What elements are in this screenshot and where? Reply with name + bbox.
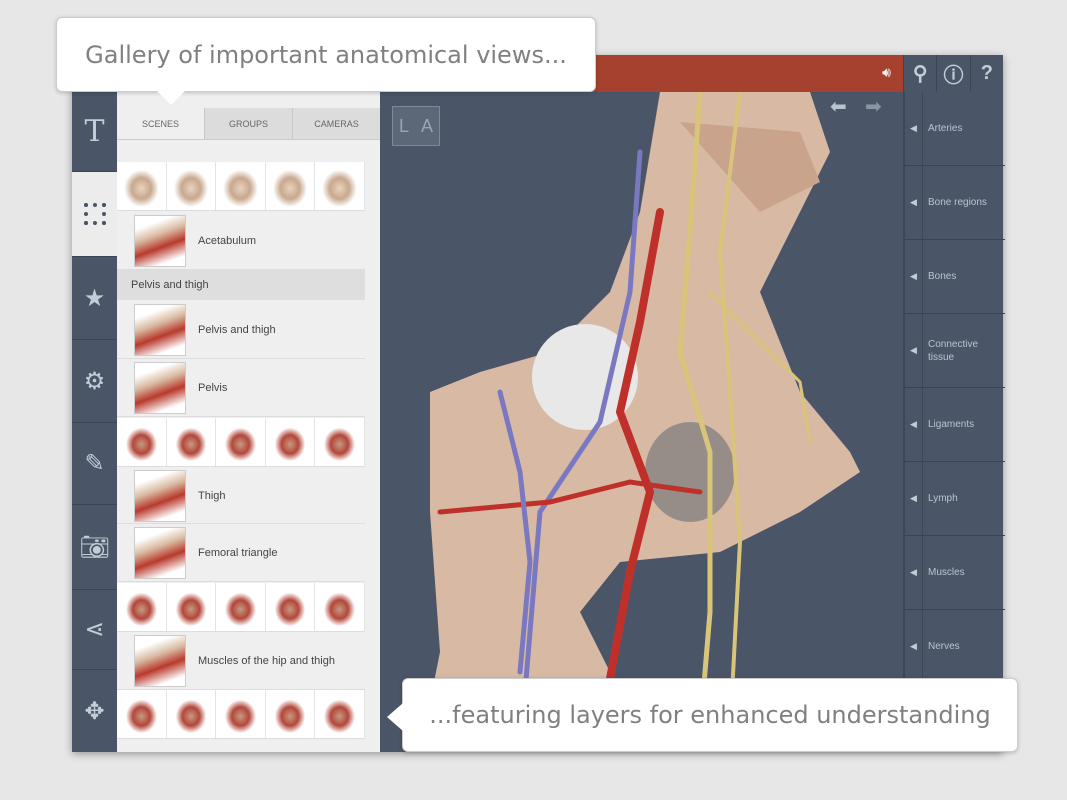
scene-item[interactable]: Muscles of the hip and thigh	[117, 633, 365, 690]
sound-icon[interactable]: 🔊︎	[882, 64, 891, 80]
scene-item[interactable]: Acetabulum	[117, 212, 365, 270]
scene-thumbnail	[134, 214, 186, 267]
scene-item[interactable]: Thigh	[117, 468, 365, 524]
callout-top-text: Gallery of important anatomical views...	[85, 40, 567, 69]
search-icon[interactable]: ⚲	[903, 55, 936, 92]
tab-groups[interactable]: GROUPS	[204, 108, 292, 139]
expand-icon: ◀	[905, 610, 923, 683]
anatomy-model	[420, 92, 860, 752]
layer-bone-regions[interactable]: ◀ Bone regions	[905, 166, 1005, 240]
scene-label: Muscles of the hip and thigh	[198, 655, 335, 667]
section-header: Pelvis and thigh	[117, 270, 365, 300]
thumbnail-strip[interactable]	[117, 690, 365, 739]
callout-pointer	[387, 703, 403, 731]
layer-label: Arteries	[928, 123, 963, 134]
info-icon[interactable]: ⓘ	[936, 55, 969, 92]
layer-arteries[interactable]: ◀ Arteries	[905, 92, 1005, 166]
view-cube-front: A	[420, 115, 433, 136]
expand-icon: ◀	[905, 388, 923, 461]
thumbnail-strip[interactable]	[117, 583, 365, 632]
star-icon[interactable]: ★	[72, 257, 117, 340]
back-arrow-icon[interactable]: ⬅	[830, 96, 847, 118]
expand-icon: ◀	[905, 314, 923, 387]
layer-nerves[interactable]: ◀ Nerves	[905, 610, 1005, 684]
tool-sidebar: T ★ ⚙ ✎ 📷︎ ⋖ ✥	[72, 92, 117, 752]
view-cube-left: L	[398, 115, 409, 136]
text-tool-icon[interactable]: T	[72, 92, 117, 172]
camera-icon[interactable]: 📷︎	[72, 505, 117, 590]
gear-icon[interactable]: ⚙	[72, 340, 117, 423]
scene-label: Pelvis	[198, 381, 228, 394]
expand-icon: ◀	[905, 462, 923, 535]
layer-label: Bone regions	[928, 197, 987, 208]
scene-label: Pelvis and thigh	[198, 324, 276, 336]
layer-lymph[interactable]: ◀ Lymph	[905, 462, 1005, 536]
layer-bones[interactable]: ◀ Bones	[905, 240, 1005, 314]
scene-item[interactable]: Femoral triangle	[117, 524, 365, 582]
scene-thumbnail	[134, 526, 186, 579]
layer-ligaments[interactable]: ◀ Ligaments	[905, 388, 1005, 462]
expand-icon: ◀	[905, 536, 923, 609]
scene-item[interactable]: Pelvis and thigh	[117, 302, 365, 359]
layer-label: Connective tissue	[928, 338, 979, 363]
scene-thumbnail	[134, 635, 186, 687]
layers-panel: ◀Arteries ◀Bone regions ◀Bones ◀Connecti…	[903, 92, 1005, 752]
scenes-panel: SCENES GROUPS CAMERAS Acetabulum Pelvis …	[117, 92, 380, 752]
expand-icon: ◀	[905, 92, 923, 165]
pencil-ruler-icon[interactable]: ✎	[72, 423, 117, 505]
layer-label: Nerves	[928, 641, 960, 652]
thumbnail-strip[interactable]	[117, 418, 365, 467]
scene-item[interactable]: Pelvis	[117, 359, 365, 417]
layer-label: Bones	[928, 271, 957, 282]
help-icon[interactable]: ?	[969, 55, 1003, 92]
layer-label: Muscles	[928, 567, 965, 578]
callout-pointer	[157, 91, 185, 105]
scene-label: Acetabulum	[198, 234, 257, 247]
scene-thumbnail	[134, 361, 186, 414]
callout-bottom-text: ...featuring layers for enhanced underst…	[429, 701, 991, 729]
share-icon[interactable]: ⋖	[72, 590, 117, 670]
move-icon[interactable]: ✥	[84, 697, 105, 725]
tab-cameras[interactable]: CAMERAS	[292, 108, 380, 139]
scene-label: Thigh	[198, 489, 226, 502]
scene-thumbnail	[134, 304, 186, 356]
header-tools: ⚲ ⓘ ?	[903, 55, 1003, 92]
layer-muscles[interactable]: ◀ Muscles	[905, 536, 1005, 610]
expand-icon: ◀	[905, 240, 923, 313]
layer-connective-tissue[interactable]: ◀Connective tissue	[905, 314, 1005, 388]
expand-icon: ◀	[905, 166, 923, 239]
forward-arrow-icon[interactable]: ➡	[865, 96, 882, 118]
callout-bottom: ...featuring layers for enhanced underst…	[387, 678, 1018, 752]
layer-label: Ligaments	[928, 419, 975, 430]
thumbnail-strip[interactable]	[117, 162, 365, 211]
scene-thumbnail	[134, 469, 186, 522]
scene-label: Femoral triangle	[198, 546, 278, 559]
panel-tabs: SCENES GROUPS CAMERAS	[117, 108, 380, 140]
tab-scenes[interactable]: SCENES	[117, 108, 204, 139]
callout-top: Gallery of important anatomical views...	[56, 17, 596, 105]
app-window: T ★ ⚙ ✎ 📷︎ ⋖ ✥ SCENES GROUPS CAMERAS Ace…	[72, 55, 1005, 752]
scenes-gallery-icon[interactable]	[72, 172, 117, 257]
layer-label: Lymph	[928, 493, 958, 504]
